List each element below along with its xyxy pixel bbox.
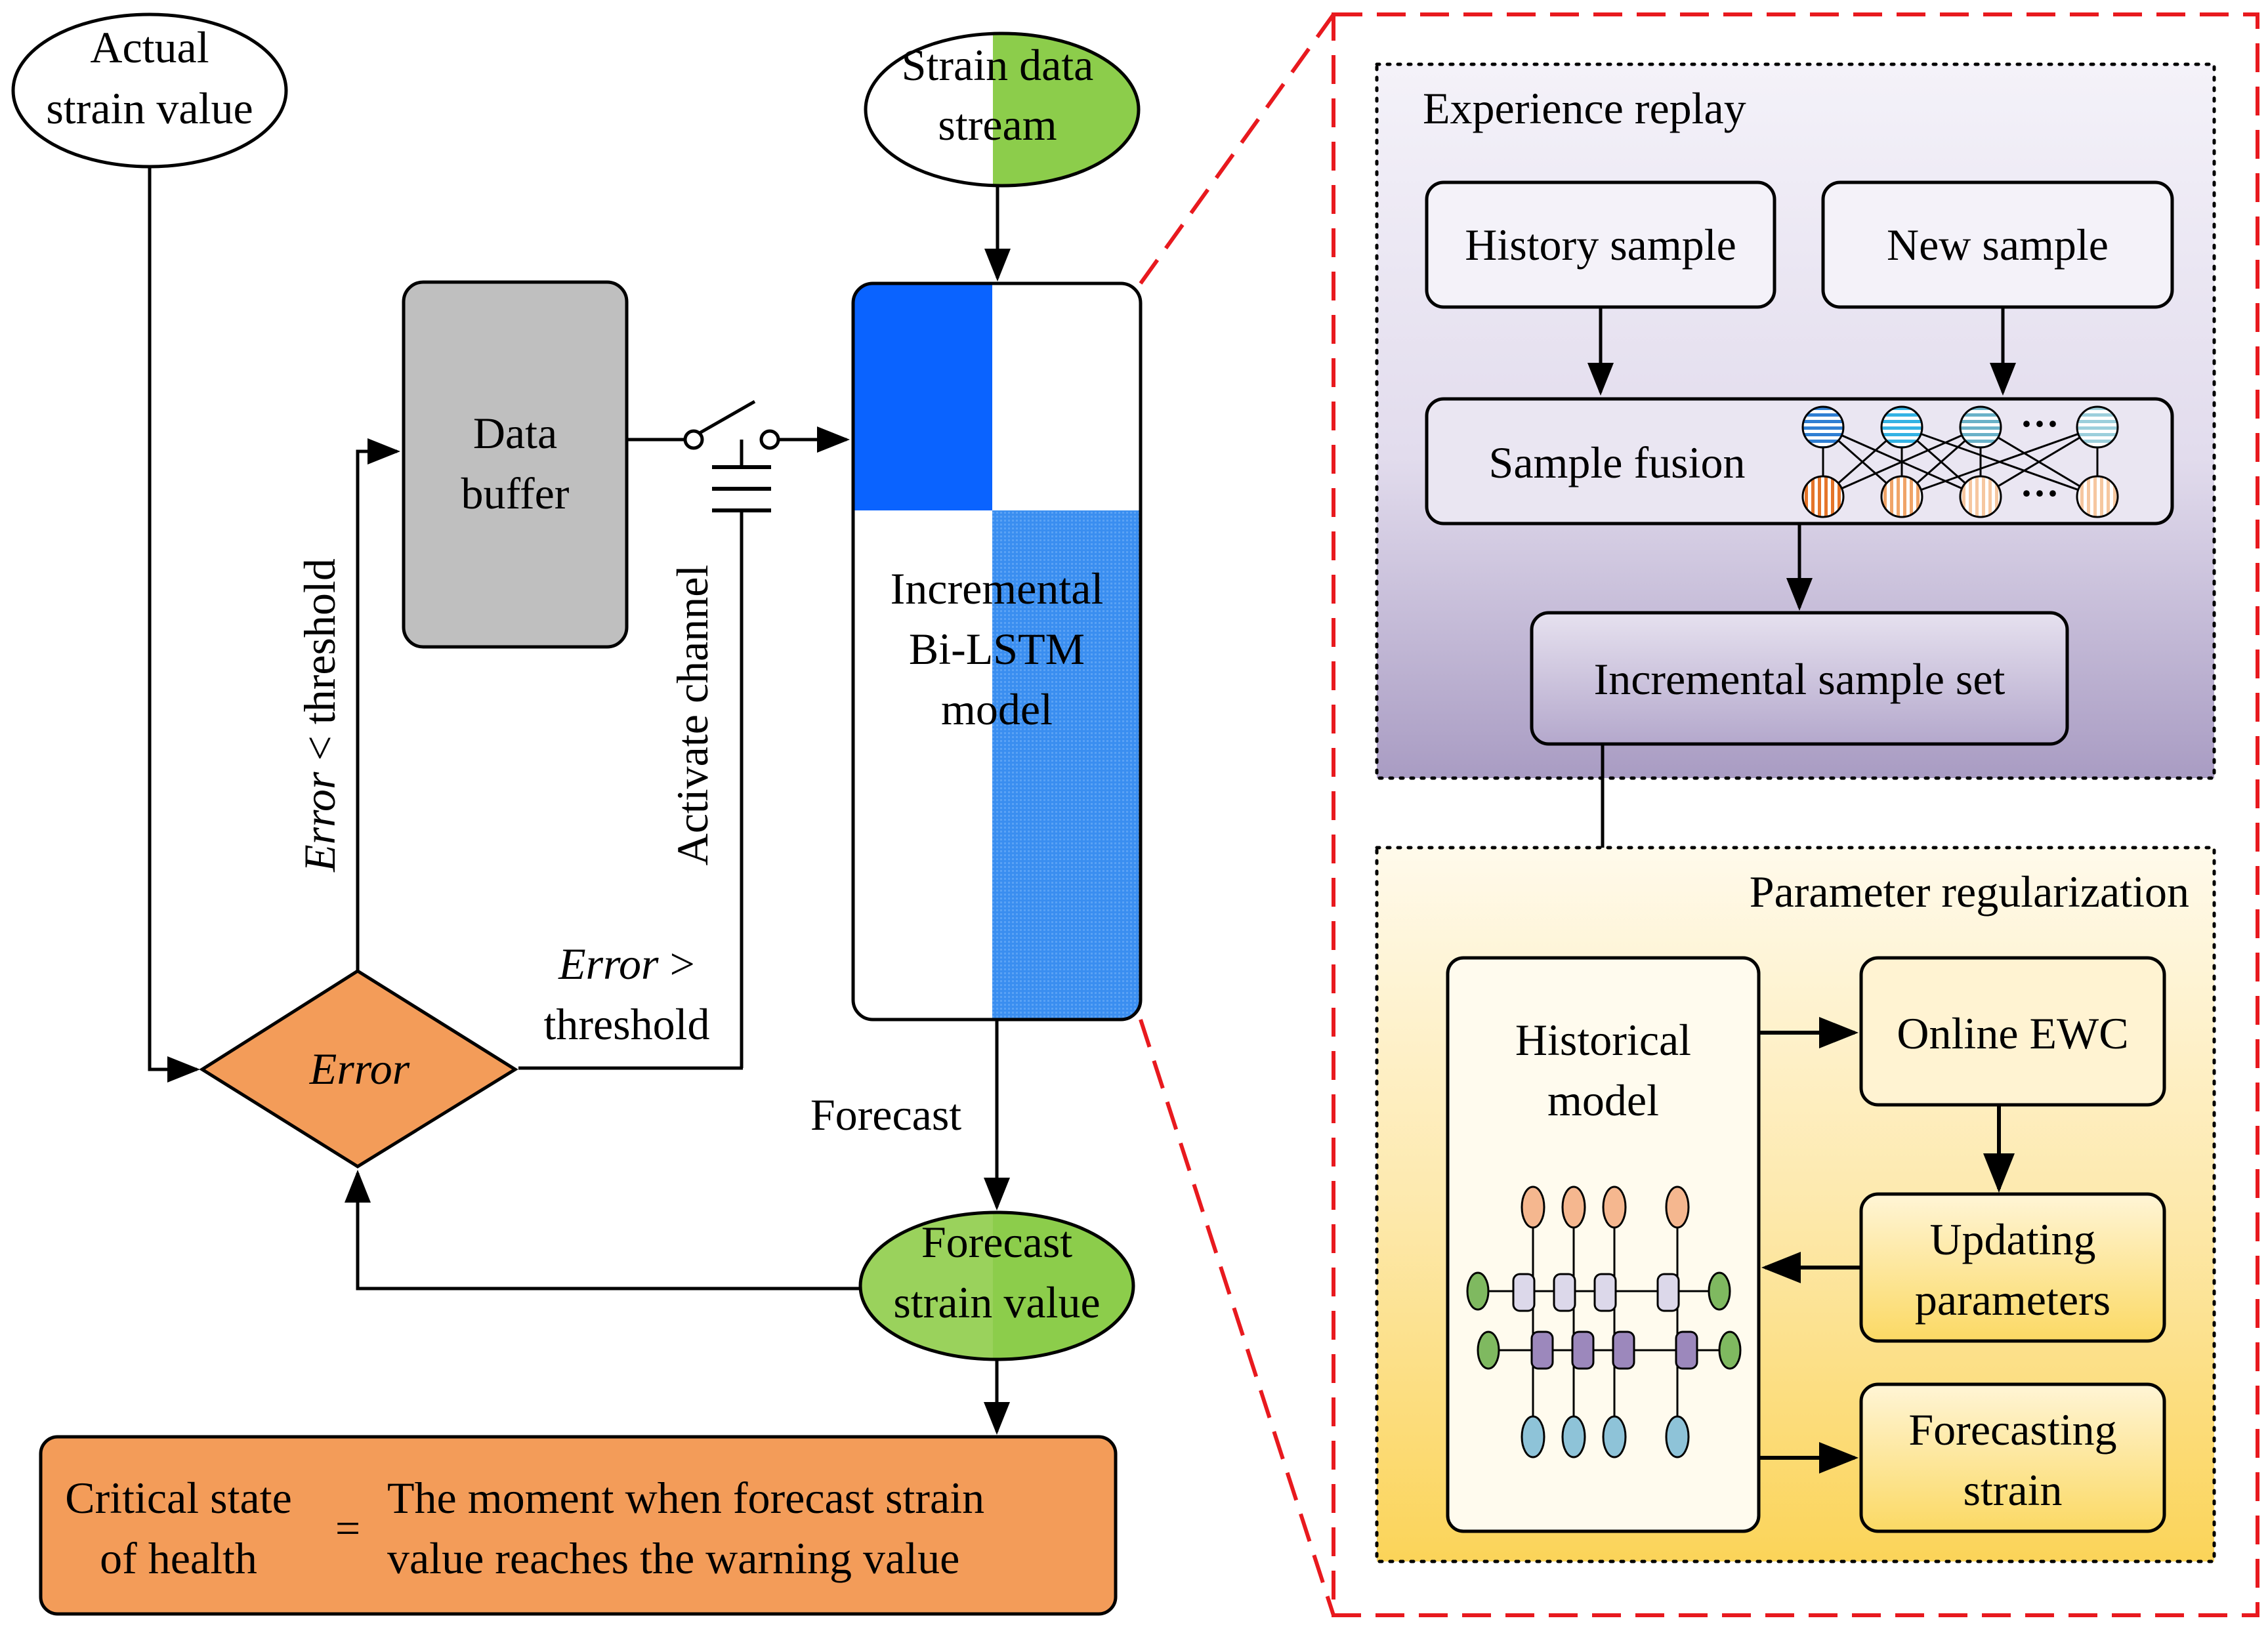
bilstm-model-node: Incremental Bi-LSTM model <box>851 281 1143 1022</box>
strain-stream-line2: stream <box>938 100 1057 150</box>
arrow-error-to-buffer <box>356 438 400 971</box>
experience-replay-panel: Experience replay History sample New sam… <box>1375 62 2216 780</box>
actual-strain-line1: Actual <box>90 22 209 72</box>
critical-line1: Critical state <box>65 1473 292 1523</box>
fusion-dots-bottom: ··· <box>2020 472 2059 515</box>
data-buffer-line1: Data <box>473 408 557 458</box>
historical-model-line1: Historical <box>1515 1015 1691 1065</box>
fusion-network-icon <box>1801 405 2119 518</box>
activate-channel-label: Activate channel <box>667 565 717 866</box>
online-ewc-box: Online EWC <box>1859 956 2166 1107</box>
forecast-value-line1: Forecast <box>921 1217 1072 1267</box>
error-label: Error <box>309 1044 410 1094</box>
error-lt-label: Error < threshold <box>295 558 345 873</box>
historical-model-line2: model <box>1547 1075 1659 1125</box>
forecast-value-node: Forecast strain value <box>858 1210 1135 1361</box>
forecasting-line2: strain <box>1963 1465 2062 1515</box>
data-buffer-line2: buffer <box>461 468 570 518</box>
zoom-callout <box>1139 12 2259 1617</box>
updating-line1: Updating <box>1929 1214 2095 1264</box>
model-line2: Bi-LSTM <box>909 624 1085 674</box>
moment-line2: value reaches the warning value <box>387 1533 959 1583</box>
data-buffer-node: Data buffer <box>402 280 629 649</box>
new-sample-box: New sample <box>1821 180 2174 309</box>
zoom-frame <box>1332 12 2259 1617</box>
forecast-label: Forecast <box>810 1090 961 1140</box>
incremental-sample-set-label: Incremental sample set <box>1594 654 2006 704</box>
forecasting-line1: Forecasting <box>1908 1405 2116 1455</box>
model-line3: model <box>941 684 1053 734</box>
switch <box>627 400 850 512</box>
updating-parameters-box: Updating parameters <box>1859 1192 2166 1343</box>
incremental-sample-set-box: Incremental sample set <box>1530 611 2069 746</box>
equals-sign: = <box>335 1503 360 1553</box>
strain-stream-node: Strain data stream <box>864 31 1141 188</box>
forecast-value-line2: strain value <box>893 1277 1100 1327</box>
online-ewc-label: Online EWC <box>1897 1008 2128 1058</box>
parameter-regularization-panel: Parameter regularization Historical mode… <box>1375 846 2216 1563</box>
moment-line1: The moment when forecast strain <box>387 1473 984 1523</box>
historical-model-box: Historical model <box>1446 956 1761 1533</box>
experience-replay-title: Experience replay <box>1423 83 1746 133</box>
new-sample-label: New sample <box>1887 220 2109 270</box>
strain-stream-line1: Strain data <box>902 40 1094 90</box>
actual-strain-node: Actual strain value <box>11 12 288 169</box>
parameter-regularization-title: Parameter regularization <box>1750 867 2189 917</box>
forecasting-strain-box: Forecasting strain <box>1859 1382 2166 1533</box>
sample-fusion-box: Sample fusion ··· ··· <box>1425 397 2174 526</box>
zoom-line-top <box>1139 13 1335 285</box>
error-decision: Error <box>199 969 518 1168</box>
arrow-forecast-to-error <box>345 1170 860 1290</box>
updating-line2: parameters <box>1915 1275 2110 1325</box>
critical-line2: of health <box>100 1533 257 1583</box>
fusion-dots-top: ··· <box>2020 402 2059 445</box>
history-sample-label: History sample <box>1465 220 1736 270</box>
critical-state-box: Critical state of health = The moment wh… <box>39 1435 1118 1616</box>
error-gt-label-line2: threshold <box>543 999 709 1049</box>
error-gt-label: Error > <box>558 939 695 989</box>
arrow-actual-to-error <box>148 167 200 1083</box>
history-sample-box: History sample <box>1425 180 1776 309</box>
actual-strain-line2: strain value <box>46 83 253 133</box>
zoom-line-bottom <box>1139 1019 1335 1616</box>
bilstm-network-icon <box>1466 1186 1742 1458</box>
model-line1: Incremental <box>891 564 1104 613</box>
sample-fusion-label: Sample fusion <box>1489 438 1746 487</box>
